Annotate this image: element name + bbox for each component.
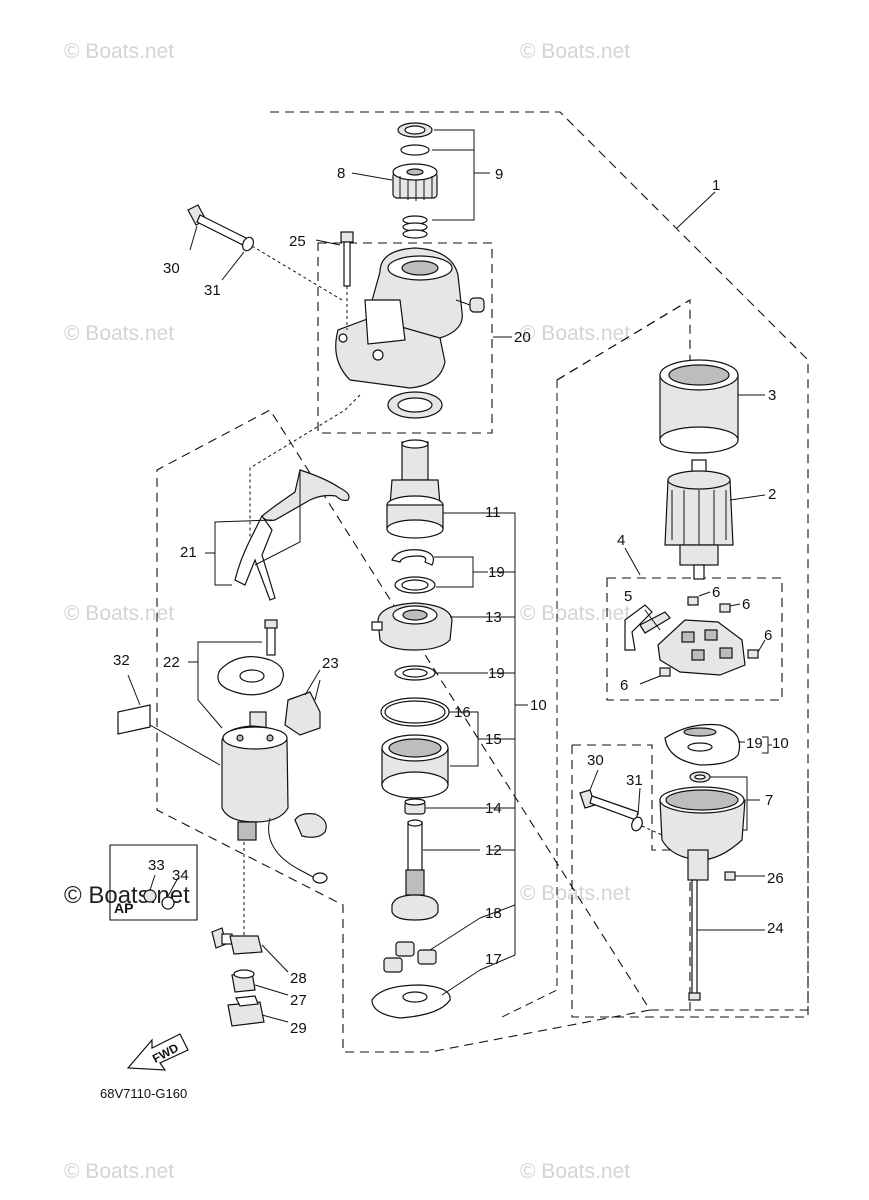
fwd-arrow: FWD <box>126 1033 189 1071</box>
callout-16: 16 <box>454 704 471 721</box>
outline-ap-box <box>109 844 198 921</box>
bracket-19-10 <box>762 736 772 754</box>
watermark-text: © Boats.net <box>64 40 174 63</box>
callout-9: 9 <box>495 166 503 183</box>
callout-10-secondary: 10 <box>772 735 789 752</box>
watermark-text: © Boats.net <box>64 602 174 625</box>
watermark-text: © Boats.net <box>520 602 630 625</box>
callout-20: 20 <box>514 329 531 346</box>
callout-5: 5 <box>624 588 632 605</box>
watermarks: © Boats.net © Boats.net © Boats.net © Bo… <box>64 40 630 1183</box>
outline-armature-top <box>556 299 691 381</box>
callout-15: 15 <box>485 731 502 748</box>
callout-22: 22 <box>163 654 180 671</box>
callout-12: 12 <box>485 842 502 859</box>
callout-1: 1 <box>712 177 720 194</box>
callout-25: 25 <box>289 233 306 250</box>
outline-starter-assembly <box>156 111 809 1053</box>
callout-14: 14 <box>485 800 502 817</box>
callout-2: 2 <box>768 486 776 503</box>
callout-6: 6 <box>712 584 720 601</box>
callout-17: 17 <box>485 951 502 968</box>
watermark-text: © Boats.net <box>64 322 174 345</box>
watermark-text: © Boats.net <box>64 1160 174 1183</box>
outline-armature-left <box>499 380 558 1019</box>
callout-6: 6 <box>742 596 750 613</box>
drive-housing <box>335 247 512 419</box>
callout-24: 24 <box>767 920 784 937</box>
watermark-text: © Boats.net <box>520 322 630 345</box>
callout-23: 23 <box>322 655 339 672</box>
callout-10: 10 <box>530 697 547 714</box>
circlip-ring <box>400 144 430 156</box>
callout-11: 11 <box>485 504 501 521</box>
leader-25 <box>315 239 341 246</box>
outline-drive-housing <box>317 242 493 434</box>
callout-13: 13 <box>485 609 502 626</box>
callout-4: 4 <box>617 532 625 549</box>
callout-32: 32 <box>113 652 130 669</box>
assembly-outlines <box>109 111 809 1053</box>
end-cover <box>579 723 765 1001</box>
brush-holder <box>624 547 766 685</box>
pinion-group <box>351 122 490 239</box>
callout-31: 31 <box>626 772 643 789</box>
callout-6: 6 <box>764 627 772 644</box>
callout-26: 26 <box>767 870 784 887</box>
callout-19: 19 <box>488 564 505 581</box>
ap-badge: AP <box>114 900 133 916</box>
outline-brush-holder <box>606 577 783 701</box>
stopper-ring-inner <box>404 125 426 135</box>
callout-21: 21 <box>180 544 197 561</box>
solenoid-group <box>117 469 350 1027</box>
watermark-text: © Boats.net <box>520 882 630 905</box>
bolt-30-top <box>187 204 343 301</box>
callout-numbers: 1 2 3 4 5 6 6 6 6 7 8 9 10 11 12 13 14 1… <box>113 165 789 1037</box>
callout-19: 19 <box>488 665 505 682</box>
center-column <box>371 439 528 1019</box>
diagram-code: 68V7110-G160 <box>100 1086 187 1101</box>
callout-29: 29 <box>290 1020 307 1037</box>
callout-19: 19 <box>746 735 763 752</box>
callout-18: 18 <box>485 905 502 922</box>
callout-28: 28 <box>290 970 307 987</box>
callout-34: 34 <box>172 867 189 884</box>
callout-33: 33 <box>148 857 165 874</box>
callout-3: 3 <box>768 387 776 404</box>
callout-30: 30 <box>587 752 604 769</box>
ap-label: AP <box>114 900 133 916</box>
leader-8 <box>351 172 393 181</box>
leader-1 <box>676 191 716 229</box>
watermark-text: © Boats.net <box>520 40 630 63</box>
callout-7: 7 <box>765 792 773 809</box>
pinion-gear <box>392 163 438 201</box>
outline-end-cover <box>571 744 809 1018</box>
callout-27: 27 <box>290 992 307 1009</box>
callout-8: 8 <box>337 165 345 182</box>
callout-6: 6 <box>620 677 628 694</box>
bracket-9 <box>432 129 490 221</box>
spring <box>402 215 428 239</box>
callout-30: 30 <box>163 260 180 277</box>
yoke-armature <box>659 359 766 580</box>
watermark-text: © Boats.net <box>520 1160 630 1183</box>
bolt-25 <box>315 231 354 330</box>
callout-31: 31 <box>204 282 221 299</box>
